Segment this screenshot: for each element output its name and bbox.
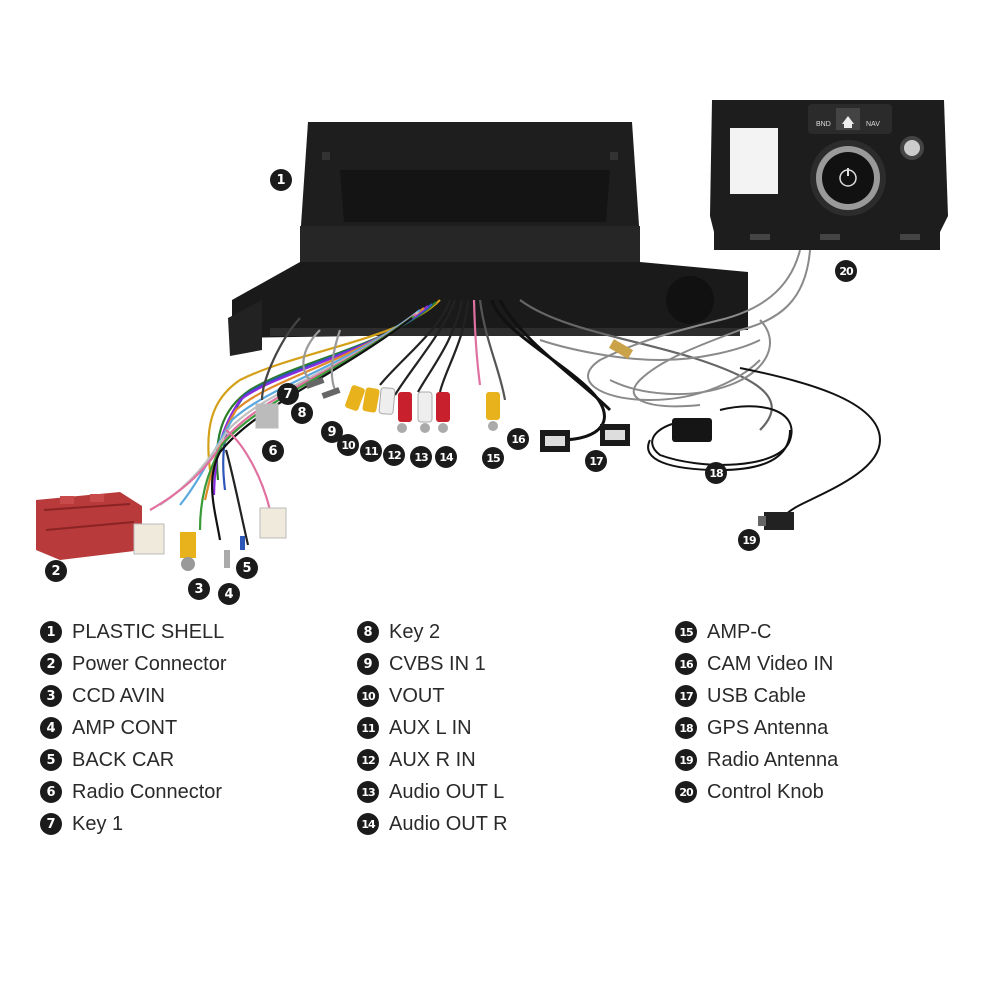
- usb-connectors: [540, 424, 630, 452]
- legend-number: 17: [675, 685, 697, 707]
- legend-item: 16 CAM Video IN: [675, 648, 838, 680]
- callout-9: 9: [321, 421, 343, 443]
- rca-plugs: [345, 385, 500, 433]
- legend-number: 16: [675, 653, 697, 675]
- legend-column-1: 1 PLASTIC SHELL 2 Power Connector 3 CCD AVI…: [40, 616, 227, 840]
- callout-1: 1: [270, 169, 292, 191]
- legend-number: 2: [40, 653, 62, 675]
- legend-item: 2 Power Connector: [40, 648, 227, 680]
- control-knob-cables: [539, 249, 811, 408]
- callout-12: 12: [383, 444, 405, 466]
- legend-item: 8 Key 2: [357, 616, 508, 648]
- legend-label: VOUT: [389, 684, 445, 707]
- legend-number: 12: [357, 749, 379, 771]
- legend-number: 19: [675, 749, 697, 771]
- legend-number: 1: [40, 621, 62, 643]
- legend-number: 4: [40, 717, 62, 739]
- legend-item: 19 Radio Antenna: [675, 744, 838, 776]
- legend-label: Key 1: [72, 812, 124, 835]
- legend-number: 10: [357, 685, 379, 707]
- callout-4: 4: [218, 583, 240, 605]
- legend-label: AMP CONT: [72, 716, 178, 739]
- legend-column-3: 15 AMP-C 16 CAM Video IN 17 USB Cable 18 GPS…: [675, 616, 838, 808]
- legend-item: 1 PLASTIC SHELL: [40, 616, 227, 648]
- legend-item: 20 Control Knob: [675, 776, 838, 808]
- legend-item: 7 Key 1: [40, 808, 227, 840]
- legend-label: AMP-C: [707, 620, 772, 643]
- callout-11: 11: [360, 440, 382, 462]
- legend-label: CCD AVIN: [72, 684, 165, 707]
- legend-item: 6 Radio Connector: [40, 776, 227, 808]
- callout-17: 17: [585, 450, 607, 472]
- legend-label: Radio Antenna: [707, 748, 839, 771]
- plastic-shell: [228, 122, 748, 356]
- legend-item: 18 GPS Antenna: [675, 712, 838, 744]
- legend-number: 15: [675, 621, 697, 643]
- legend-item: 14 Audio OUT R: [357, 808, 508, 840]
- legend-number: 11: [357, 717, 379, 739]
- callout-16: 16: [507, 428, 529, 450]
- gps-antenna-module: [672, 418, 712, 442]
- legend-number: 3: [40, 685, 62, 707]
- legend-number: 6: [40, 781, 62, 803]
- legend-item: 12 AUX R IN: [357, 744, 508, 776]
- callout-15: 15: [482, 447, 504, 469]
- legend-number: 5: [40, 749, 62, 771]
- legend-label: CAM Video IN: [707, 652, 834, 675]
- legend-label: PLASTIC SHELL: [72, 620, 225, 643]
- legend-number: 20: [675, 781, 697, 803]
- legend-label: Power Connector: [72, 652, 227, 675]
- legend-item: 10 VOUT: [357, 680, 508, 712]
- legend-number: 9: [357, 653, 379, 675]
- legend-item: 5 BACK CAR: [40, 744, 227, 776]
- power-connector: [36, 492, 142, 560]
- legend-label: Key 2: [389, 620, 441, 643]
- callout-6: 6: [262, 440, 284, 462]
- ccd-avin-plug: [180, 532, 196, 558]
- legend-item: 3 CCD AVIN: [40, 680, 227, 712]
- legend-number: 13: [357, 781, 379, 803]
- legend-label: Audio OUT R: [389, 812, 508, 835]
- white-connectors: [133, 403, 287, 555]
- legend-item: 4 AMP CONT: [40, 712, 227, 744]
- callout-10: 10: [337, 434, 359, 456]
- callout-18: 18: [705, 462, 727, 484]
- legend-item: 11 AUX L IN: [357, 712, 508, 744]
- bnd-label: BND: [816, 121, 831, 128]
- radio-antenna-plug: [764, 512, 794, 530]
- callout-8: 8: [291, 402, 313, 424]
- callout-14: 14: [435, 446, 457, 468]
- legend-label: USB Cable: [707, 684, 806, 707]
- legend-number: 14: [357, 813, 379, 835]
- legend-label: Radio Connector: [72, 780, 223, 803]
- legend-column-2: 8 Key 2 9 CVBS IN 1 10 VOUT 11 AUX L IN 12 AU…: [357, 616, 508, 840]
- legend-label: AUX L IN: [389, 716, 472, 739]
- callout-20: 20: [835, 260, 857, 282]
- legend-item: 15 AMP-C: [675, 616, 838, 648]
- callout-5: 5: [236, 557, 258, 579]
- wire-harness: [149, 299, 773, 546]
- legend-number: 8: [357, 621, 379, 643]
- legend-number: 7: [40, 813, 62, 835]
- legend-number: 18: [675, 717, 697, 739]
- callout-7: 7: [277, 383, 299, 405]
- legend-item: 17 USB Cable: [675, 680, 838, 712]
- legend-label: Audio OUT L: [389, 780, 505, 803]
- nav-label: NAV: [866, 121, 880, 128]
- product-diagram: BND NAV: [36, 100, 948, 571]
- callout-13: 13: [410, 446, 432, 468]
- legend-label: BACK CAR: [72, 748, 175, 771]
- legend-label: CVBS IN 1: [389, 652, 486, 675]
- legend-item: 13 Audio OUT L: [357, 776, 508, 808]
- legend-label: AUX R IN: [389, 748, 476, 771]
- callout-3: 3: [188, 578, 210, 600]
- legend-item: 9 CVBS IN 1: [357, 648, 508, 680]
- control-knob-panel: BND NAV: [710, 100, 948, 250]
- callout-19: 19: [738, 529, 760, 551]
- callout-2: 2: [45, 560, 67, 582]
- legend-label: Control Knob: [707, 780, 824, 803]
- legend-label: GPS Antenna: [707, 716, 829, 739]
